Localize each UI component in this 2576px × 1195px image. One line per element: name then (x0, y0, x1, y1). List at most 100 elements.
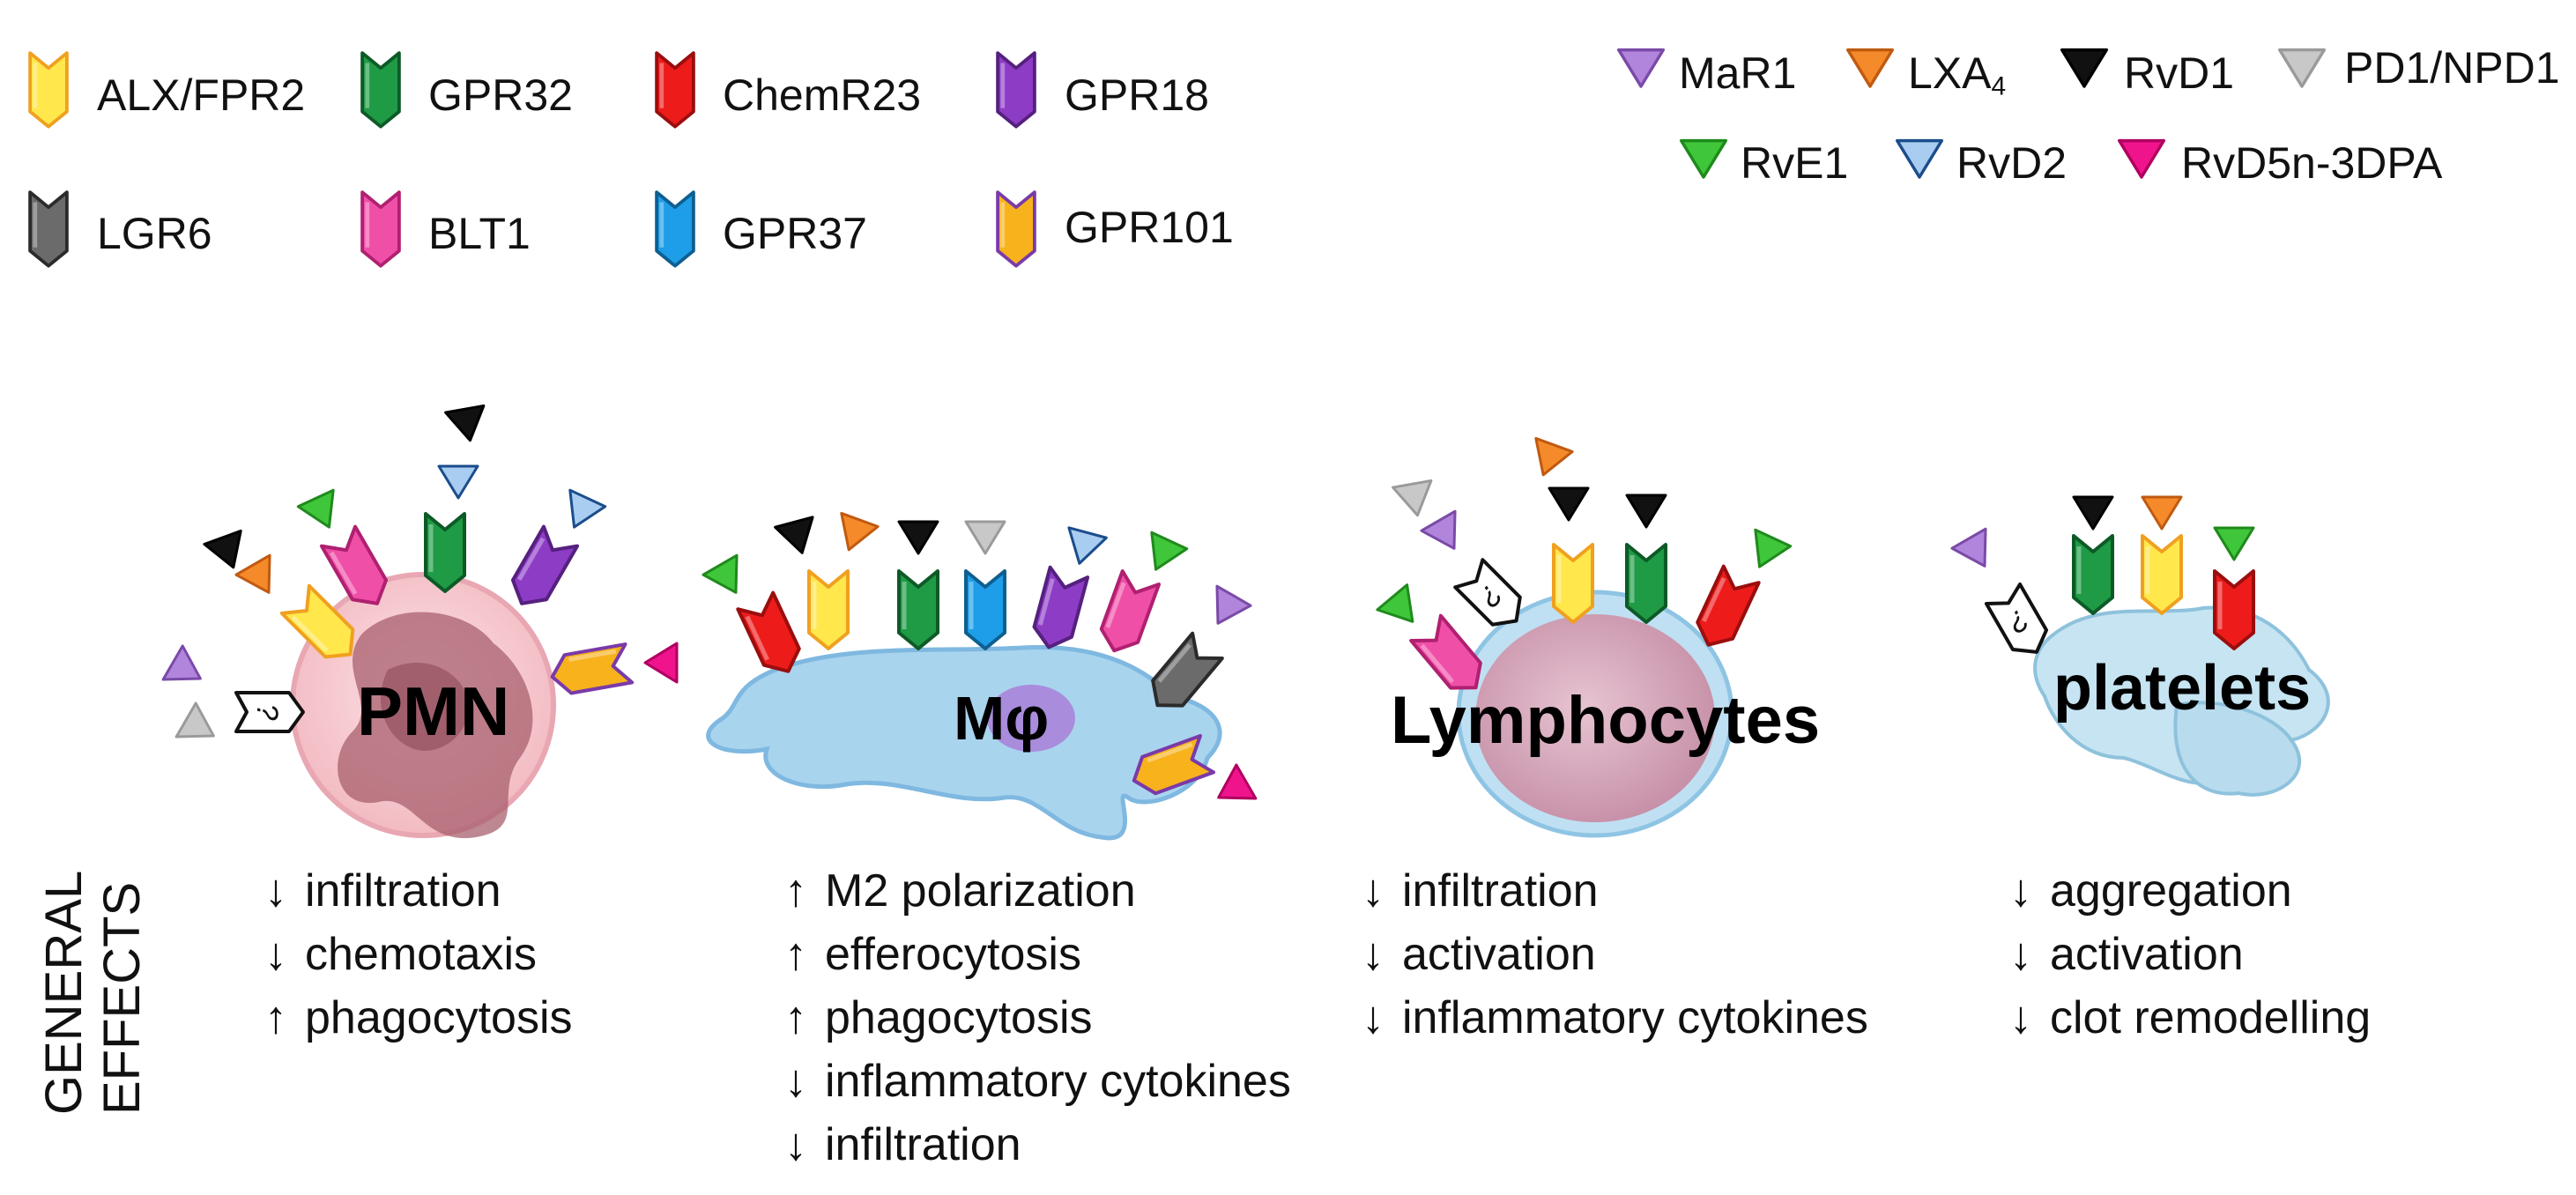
receptor-blt1-icon (360, 190, 401, 268)
receptor-alx-icon (1552, 543, 1594, 624)
mediator-rve1-icon (702, 553, 739, 594)
mediator-mar1-icon (1616, 48, 1666, 88)
legend-label-alx: ALX/FPR2 (97, 71, 306, 120)
receptor-blt1-icon (319, 524, 389, 605)
mediator-mar1-icon (161, 644, 202, 681)
mediator-rve1-icon (2213, 526, 2255, 561)
receptor-blt1-icon (1409, 613, 1482, 690)
receptor-chemr23-icon (1696, 564, 1761, 647)
legend-label-lxa4: LXA4 (1908, 48, 2007, 101)
receptor-gpr32-icon (897, 569, 939, 650)
platelets-body (2033, 605, 2330, 797)
receptor-gpr18-icon (1032, 565, 1090, 649)
mediator-rve1-icon (296, 488, 335, 529)
mediator-rvd2-icon (568, 488, 607, 529)
receptor-gpr32-icon (1625, 543, 1667, 624)
receptor-alx-icon (279, 583, 355, 659)
mediator-lxa4-icon (234, 553, 271, 594)
mediator-rvd1-icon (203, 529, 242, 569)
legend-label-rve1: RvE1 (1741, 138, 1849, 188)
mediator-rvd5-icon (643, 642, 679, 684)
legend-label-gpr37: GPR37 (723, 209, 867, 258)
legend-label-gpr101: GPR101 (1065, 203, 1234, 252)
receptor-alx-icon (2141, 534, 2183, 615)
general-effects-label: GENERAL EFFECTS (35, 870, 151, 1115)
mediator-rve1-icon (1754, 528, 1793, 568)
legend-label-gpr32: GPR32 (428, 71, 573, 120)
pmn-cell-body (290, 572, 556, 839)
effect-item: ↓infiltration (1362, 865, 1599, 917)
mediator-pd1-icon (1392, 479, 1433, 517)
legend-label-mar1: MaR1 (1679, 48, 1797, 98)
receptor-lgr6-icon (1151, 631, 1224, 708)
receptor-gpr37-icon (964, 569, 1006, 650)
receptor-lgr6-icon (28, 190, 69, 268)
legend-label-blt1: BLT1 (428, 209, 531, 258)
effect-item: ↑phagocytosis (784, 992, 1093, 1043)
effect-item: ↓infiltration (784, 1119, 1021, 1170)
cell-name-pmn: PMN (357, 672, 510, 750)
effect-item: ↓aggregation (2009, 865, 2292, 917)
mediator-mar1-icon (1215, 584, 1252, 625)
receptor-gpr37-icon (655, 190, 695, 268)
mediator-mar1-icon (1950, 527, 1987, 568)
mediator-rve1-icon (1150, 531, 1189, 571)
effects-macrophage: ↑M2 polarization ↑efferocytosis ↑phagocy… (784, 859, 1291, 1176)
receptor-chemr23-icon (736, 590, 801, 673)
effects-platelets: ↓aggregation ↓activation ↓clot remodelli… (2009, 859, 2371, 1050)
receptor-gpr18-icon (510, 524, 580, 605)
mediator-rvd5-icon (2117, 138, 2166, 179)
mediator-rvd5-icon (1217, 763, 1258, 800)
mediator-pd1-icon (2277, 48, 2327, 88)
mediator-rvd1-icon (2060, 48, 2109, 88)
effect-item: ↓chemotaxis (264, 929, 537, 980)
macrophage-cell-body (706, 644, 1222, 841)
lymphocyte-cell-body (1456, 590, 1734, 838)
legend-label-rvd1: RvD1 (2124, 48, 2235, 98)
mediator-lxa4-icon (1845, 48, 1895, 88)
receptor-alx-icon (807, 569, 850, 650)
mediator-rvd2-icon (1067, 526, 1108, 565)
mediator-rve1-icon (1679, 138, 1728, 179)
mediator-rvd1-icon (774, 516, 814, 554)
unknown-receptor-icon: ? (1984, 583, 2049, 654)
mediator-lxa4-icon (1534, 436, 1574, 477)
mediator-rvd1-icon (2072, 495, 2114, 531)
receptor-gpr32-icon (2072, 534, 2114, 615)
mediator-rvd1-icon (444, 404, 486, 442)
mediator-pd1-icon (964, 520, 1006, 555)
effect-item: ↓activation (1362, 929, 1596, 980)
mediator-lxa4-icon (2141, 495, 2183, 531)
effect-item: ↓inflammatory cytokines (1362, 992, 1868, 1043)
receptor-alx-icon (28, 51, 69, 129)
receptor-blt1-icon (1099, 569, 1162, 653)
cell-name-lymphocytes: Lymphocytes (1391, 683, 1821, 758)
mediator-rvd1-icon (1548, 486, 1590, 522)
effects-pmn: ↓infiltration ↓chemotaxis ↑phagocytosis (264, 859, 573, 1050)
mediator-rvd2-icon (1895, 138, 1944, 179)
legend-label-pd1: PD1/NPD1 (2344, 43, 2560, 93)
cell-name-platelets: platelets (2053, 653, 2312, 724)
svg-text:?: ? (250, 704, 284, 721)
receptor-gpr101-icon (1132, 733, 1215, 796)
unknown-receptor-icon: ? (1453, 558, 1522, 627)
effect-item: ↓inflammatory cytokines (784, 1056, 1291, 1107)
legend-label-chemr23: ChemR23 (723, 71, 922, 120)
effect-item: ↑M2 polarization (784, 865, 1136, 917)
mediator-rvd1-icon (897, 520, 939, 555)
mediator-rvd2-icon (437, 464, 479, 500)
mediator-mar1-icon (1420, 509, 1457, 550)
receptor-gpr101-icon (550, 642, 635, 695)
legend-label-lgr6: LGR6 (97, 209, 212, 258)
effect-item: ↓clot remodelling (2009, 992, 2372, 1043)
legend-label-rvd5: RvD5n-3DPA (2181, 138, 2443, 188)
receptor-gpr101-icon (996, 190, 1036, 268)
receptor-chemr23-icon (655, 51, 695, 129)
mediator-pd1-icon (174, 701, 215, 739)
effect-item: ↓infiltration (264, 865, 501, 917)
mediator-rve1-icon (1376, 583, 1414, 623)
effect-item: ↑efferocytosis (784, 929, 1081, 980)
mediator-rvd1-icon (1625, 494, 1667, 529)
mediator-lxa4-icon (840, 511, 880, 552)
